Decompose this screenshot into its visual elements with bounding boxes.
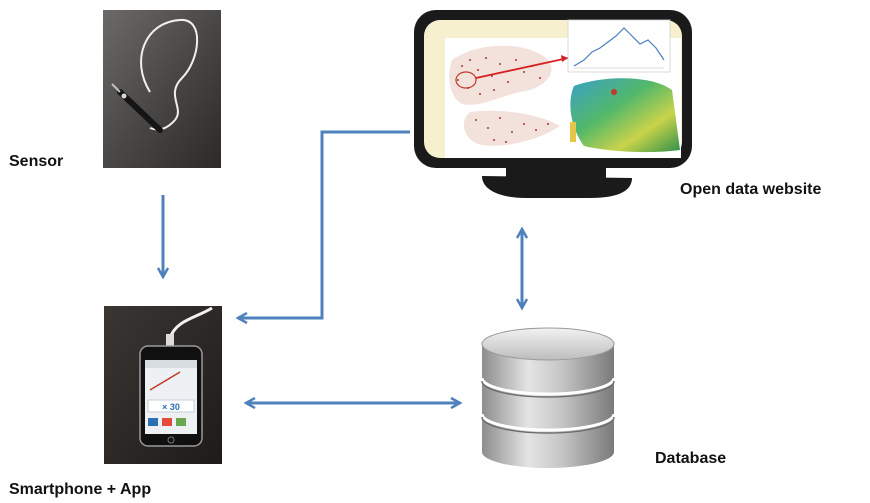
line-chart-thumbnail: [567, 19, 671, 73]
website-label: Open data website: [680, 181, 822, 198]
monitor-icon: [414, 10, 692, 198]
terrain-map-thumbnail: [570, 78, 680, 153]
arrows: [163, 130, 522, 403]
smartphone-photo: × 30: [104, 306, 222, 464]
arrow-website-to-smartphone: [238, 130, 410, 318]
sensor-label: Sensor: [9, 153, 64, 170]
database-icon: [480, 327, 616, 468]
database-label: Database: [655, 450, 727, 467]
sensor-photo: [103, 10, 221, 168]
smartphone-label: Smartphone + App: [9, 481, 152, 498]
phone-screen-value: × 30: [162, 402, 180, 412]
dot-map: [449, 45, 569, 146]
